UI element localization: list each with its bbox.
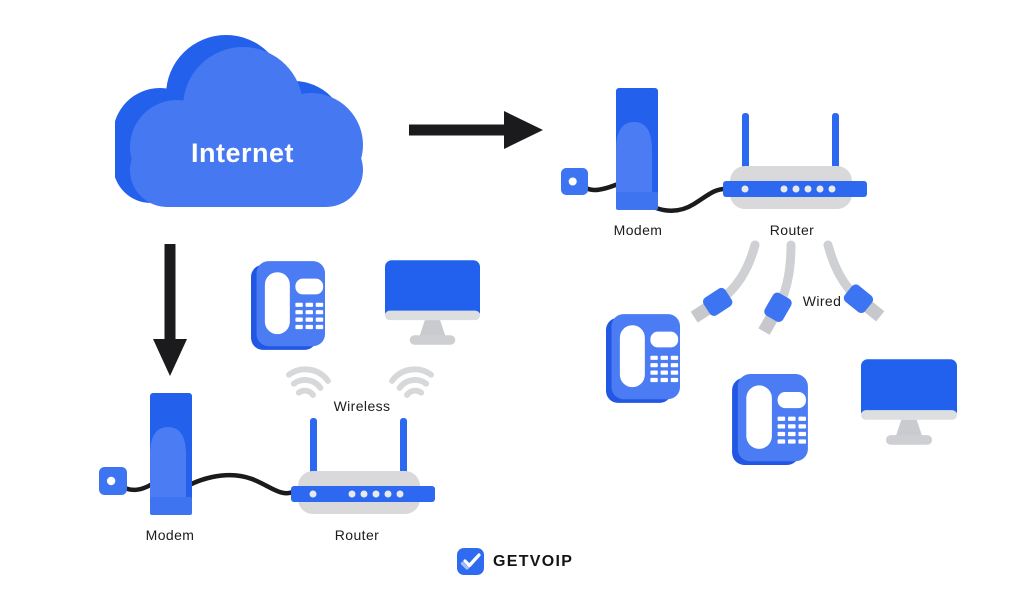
ethernet-connector-2 (758, 292, 792, 335)
wall-outlet-icon-left (99, 467, 127, 495)
brand-name: GETVOIP (493, 553, 574, 570)
modem-label-left: Modem (145, 527, 195, 543)
getvoip-checkmark-icon (457, 548, 484, 575)
computer-icon-wireless (385, 260, 480, 345)
router-icon-left (291, 418, 435, 514)
router-icon-right (723, 113, 867, 209)
router-label-right: Router (769, 222, 815, 238)
ethernet-connector-1 (690, 287, 733, 323)
arrow-right-icon (409, 111, 543, 149)
arrow-down-icon (153, 244, 187, 376)
desk-phone-icon-wireless (251, 261, 325, 350)
wired-label: Wired (802, 293, 842, 309)
wall-outlet-icon-right (561, 168, 588, 195)
wireless-label: Wireless (333, 398, 391, 414)
internet-label: Internet (190, 138, 294, 168)
wifi-signal-icon-right (389, 366, 435, 398)
internet-cloud-icon (115, 35, 363, 207)
modem-label-right: Modem (613, 222, 663, 238)
desk-phone-icon-wired-1 (606, 314, 680, 403)
router-label-left: Router (334, 527, 380, 543)
modem-icon-right (616, 88, 658, 210)
ethernet-connector-3 (843, 284, 885, 322)
wifi-signal-icon-left (285, 366, 331, 398)
computer-icon-wired (861, 359, 957, 445)
desk-phone-icon-wired-2 (732, 374, 808, 465)
modem-icon-left (150, 393, 192, 515)
